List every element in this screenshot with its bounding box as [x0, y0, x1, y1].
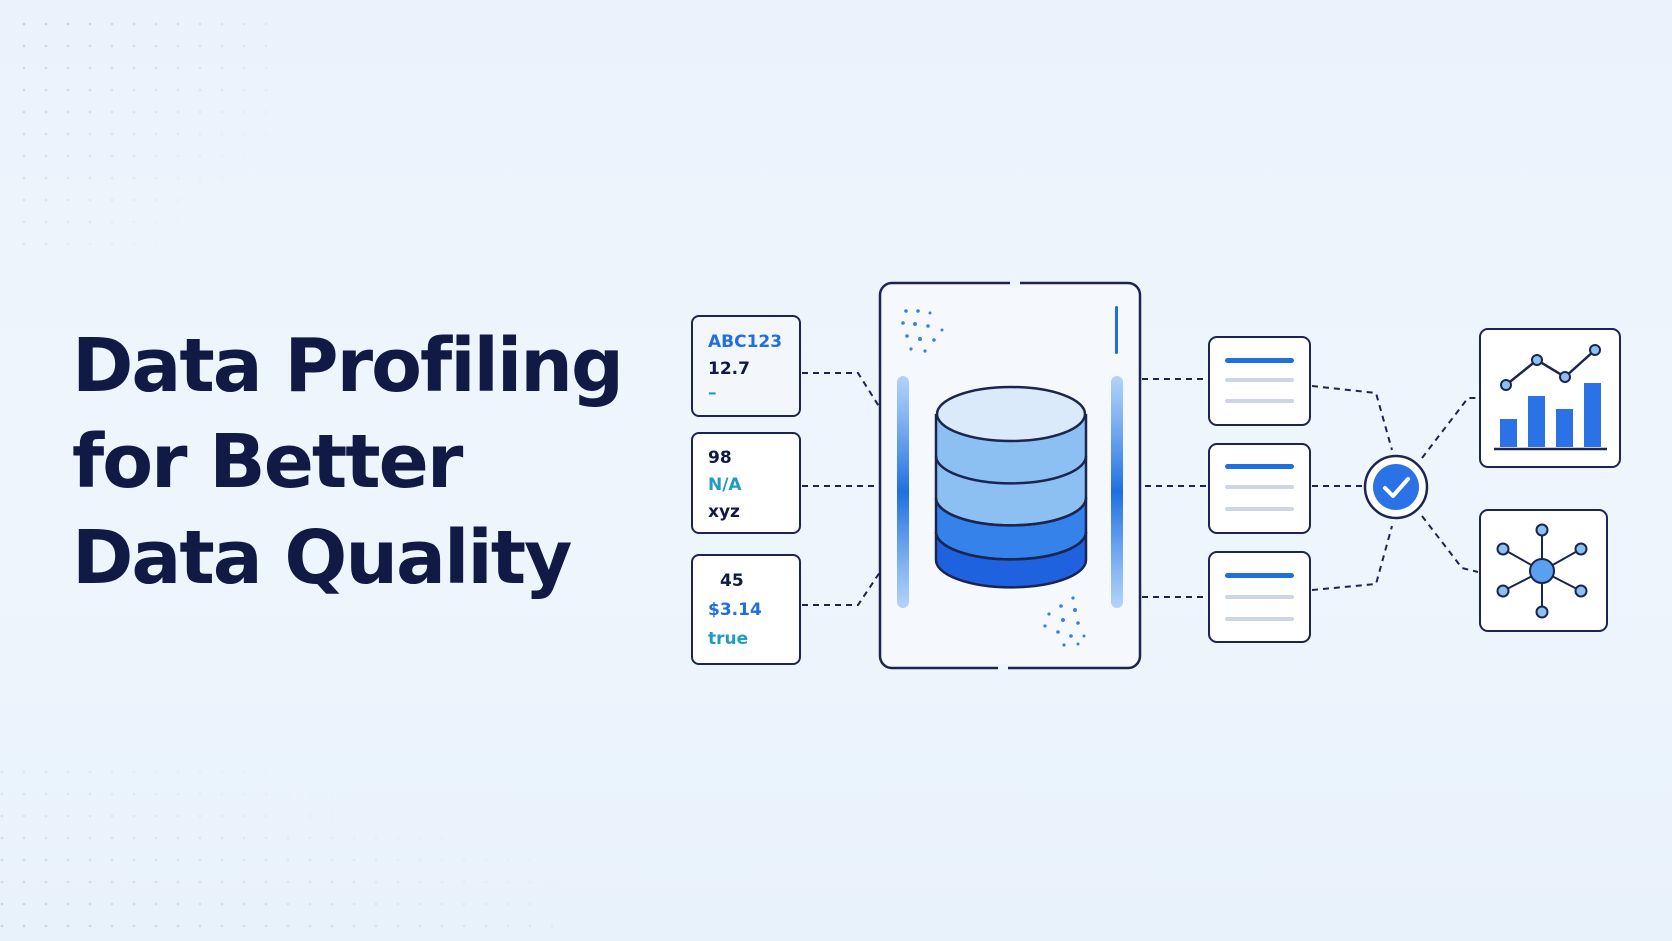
- page-title: Data Profiling for Better Data Quality: [72, 318, 624, 606]
- source-value: 12.7: [708, 359, 750, 379]
- validation-connectors: [1311, 385, 1393, 591]
- database-icon: [934, 385, 1088, 589]
- source-value: ABC123: [708, 332, 782, 352]
- sparkle-dots: [901, 309, 1086, 647]
- check-icon: [1363, 454, 1429, 520]
- scan-bar-right: [1111, 376, 1123, 608]
- source-card-1: ABC123 12.7 –: [691, 315, 801, 417]
- report-card-2: [1208, 443, 1311, 534]
- source-value: –: [708, 383, 717, 403]
- source-value: xyz: [708, 502, 740, 522]
- bar-line-chart-icon: [1479, 328, 1621, 468]
- profiling-panel: [878, 279, 1142, 672]
- source-value: 98: [708, 448, 732, 468]
- document-lines-icon: [1225, 358, 1294, 403]
- source-card-3: 45 $3.14 true: [691, 554, 801, 665]
- document-lines-icon: [1225, 573, 1294, 621]
- source-value: 45: [720, 571, 744, 591]
- source-value: true: [708, 629, 748, 649]
- report-card-1: [1208, 336, 1311, 426]
- title-line-3: Data Quality: [72, 515, 572, 601]
- report-card-3: [1208, 551, 1311, 643]
- result-connectors: [1421, 397, 1479, 573]
- source-value: $3.14: [708, 600, 762, 620]
- document-lines-icon: [1225, 464, 1294, 511]
- scan-bar-left: [897, 376, 909, 608]
- source-card-2: 98 N/A xyz: [691, 432, 801, 534]
- title-line-2: for Better: [72, 419, 463, 505]
- network-graph-icon: [1479, 509, 1608, 632]
- source-value: N/A: [708, 475, 742, 495]
- title-line-1: Data Profiling: [72, 323, 624, 409]
